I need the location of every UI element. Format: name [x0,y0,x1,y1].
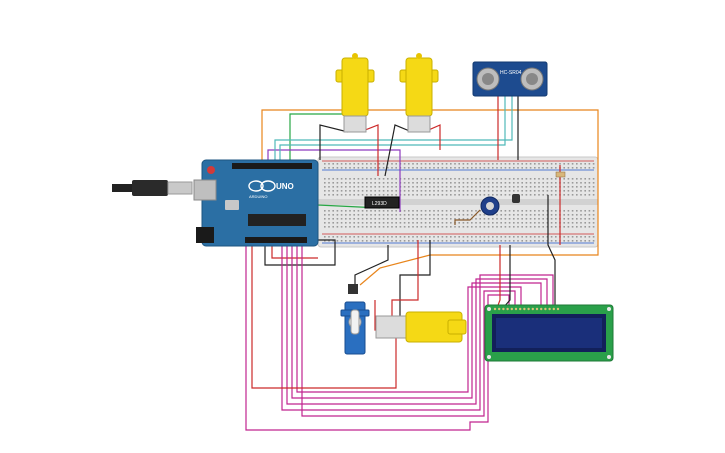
motor-driver-ic[interactable]: L293D [364,196,400,209]
wire-magenta-4 [296,245,522,393]
dc-motor-right[interactable] [399,53,439,133]
wire-teal-2 [274,95,513,160]
breadboard[interactable] [317,156,599,248]
wire-black-gnd [264,239,336,266]
wire-red-servo [251,245,397,389]
wire-red-m3 [391,240,419,318]
wire-black-m2 [384,124,413,177]
wire-magenta-2 [286,245,548,405]
wire-orange [261,109,599,269]
wire-magenta-3 [291,245,542,399]
transistor-icon[interactable] [512,194,520,203]
breadboard-holes [324,163,595,242]
arduino-uno[interactable]: UNO ARDUINO [193,159,319,247]
ic-label: L293D [372,201,387,207]
wire-black-right [547,195,556,308]
usb-plug-icon[interactable] [112,180,193,196]
wire-purple [267,149,401,212]
wire-brown-pot [454,209,481,225]
wire-magenta-1 [281,245,554,411]
wires [245,95,599,431]
potentiometer-icon[interactable] [480,196,500,216]
dc-motor-icon[interactable] [375,311,467,343]
wire-black-servo [354,245,389,290]
arduino-brand-label: ARDUINO [249,194,267,199]
lcd-icon[interactable] [484,304,614,362]
resistor-icon[interactable] [555,171,566,178]
wire-magenta-6 [245,245,510,431]
arduino-uno-label: UNO [276,182,294,191]
ultrasonic-sensor-icon[interactable]: HC-SR04 [472,61,548,97]
servo-icon[interactable] [340,284,370,355]
sensor-label: HC-SR04 [500,70,522,76]
wire-black-m3 [399,240,431,318]
arduino-logo-icon [248,180,276,192]
dc-motor-left[interactable] [335,53,375,133]
wire-black-m1 [319,124,349,160]
wire-red-5v [271,245,318,259]
lcd-pins [493,307,560,311]
wire-teal-1 [279,95,506,160]
wire-orange-2 [359,267,381,286]
